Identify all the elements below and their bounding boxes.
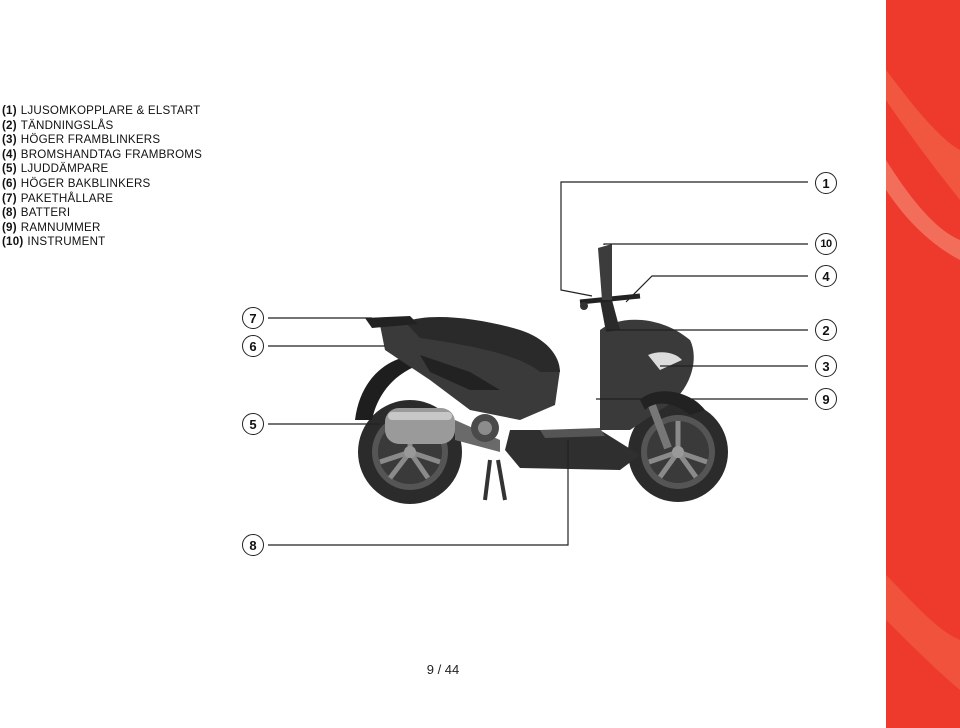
legend-number: (5) [2, 162, 17, 176]
callout-3: 3 [815, 355, 837, 377]
legend-label: PAKETHÅLLARE [20, 191, 114, 205]
legend-number: (10) [2, 235, 24, 249]
callout-9: 9 [815, 388, 837, 410]
leader-lines [268, 181, 808, 546]
callout-7: 7 [242, 307, 264, 329]
callout-4: 4 [815, 265, 837, 287]
legend-number: (2) [2, 118, 17, 132]
legend-item: (4)BROMSHANDTAG FRAMBROMS [2, 148, 202, 163]
legend-item: (1)LJUSOMKOPPLARE & ELSTART [2, 104, 202, 119]
callout-10: 10 [815, 233, 837, 255]
legend-label: HÖGER FRAMBLINKERS [20, 133, 161, 147]
legend-label: INSTRUMENT [27, 235, 106, 249]
callout-8: 8 [242, 534, 264, 556]
callout-1: 1 [815, 172, 837, 194]
legend-label: BATTERI [20, 206, 71, 220]
legend-label: RAMNUMMER [20, 220, 101, 234]
legend-label: LJUDDÄMPARE [20, 162, 109, 176]
scooter-diagram [268, 181, 808, 546]
callout-2: 2 [815, 319, 837, 341]
legend-label: TÄNDNINGSLÅS [20, 118, 114, 132]
legend-item: (8)BATTERI [2, 206, 202, 221]
page-number: 9 / 44 [426, 662, 460, 677]
legend-number: (3) [2, 133, 17, 147]
legend-item: (7)PAKETHÅLLARE [2, 192, 202, 207]
legend-item: (6)HÖGER BAKBLINKERS [2, 177, 202, 192]
component-legend: (1)LJUSOMKOPPLARE & ELSTART (2)TÄNDNINGS… [2, 104, 202, 250]
legend-item: (3)HÖGER FRAMBLINKERS [2, 133, 202, 148]
red-side-stripe [886, 0, 960, 728]
legend-number: (9) [2, 220, 17, 234]
legend-number: (1) [2, 104, 17, 117]
legend-item: (5)LJUDDÄMPARE [2, 162, 202, 177]
legend-number: (7) [2, 191, 17, 205]
legend-label: BROMSHANDTAG FRAMBROMS [20, 147, 203, 161]
legend-number: (8) [2, 206, 17, 220]
legend-label: HÖGER BAKBLINKERS [20, 176, 151, 190]
legend-item: (10)INSTRUMENT [2, 235, 202, 250]
legend-label: LJUSOMKOPPLARE & ELSTART [20, 104, 201, 117]
legend-number: (6) [2, 176, 17, 190]
callout-6: 6 [242, 335, 264, 357]
legend-item: (2)TÄNDNINGSLÅS [2, 119, 202, 134]
legend-item: (9)RAMNUMMER [2, 221, 202, 236]
legend-number: (4) [2, 147, 17, 161]
callout-5: 5 [242, 413, 264, 435]
